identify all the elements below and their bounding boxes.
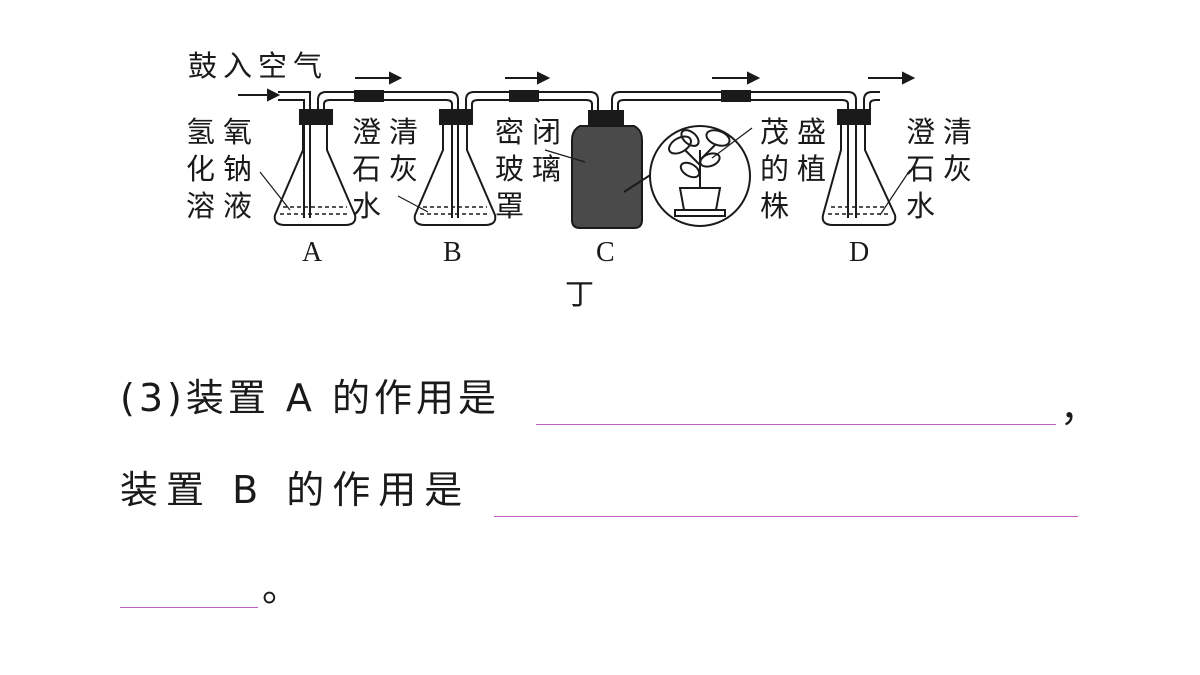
figure-caption: 丁 [565, 277, 601, 311]
air-label: 鼓入空气 [188, 49, 329, 83]
flask-d [821, 109, 911, 226]
answer-blank-2[interactable] [494, 516, 1078, 517]
label-b-reagent: 澄清石灰水 [352, 115, 427, 223]
period: 。 [262, 566, 301, 610]
answer-blank-2-continued[interactable] [120, 607, 258, 608]
label-plant: 茂盛的植株 [760, 115, 835, 223]
label-c-cover: 密闭玻璃罩 [495, 115, 570, 223]
comma: ， [1060, 386, 1099, 430]
question-line-2: 装置 B 的作用是 [120, 468, 471, 512]
air-inlet-arrow [238, 88, 281, 102]
answer-blank-1[interactable] [536, 424, 1056, 425]
flask-b [397, 109, 497, 226]
flask-a-letter: A [302, 237, 323, 268]
flask-a [259, 109, 357, 226]
apparatus-diagram: 鼓入空气 氢氧化钠溶液 澄清石灰水 密闭玻璃罩 茂盛的植株 澄清石灰水 A B … [0, 0, 1200, 320]
flask-b-letter: B [443, 237, 462, 268]
label-a-reagent: 氢氧化钠溶液 [186, 115, 261, 223]
apparatus-drawing [238, 71, 916, 229]
flow-arrows [355, 71, 916, 85]
flask-d-letter: D [849, 237, 870, 268]
jar-c-letter: C [596, 237, 615, 268]
question-line-1: (3)装置 A 的作用是 [120, 376, 500, 420]
bell-jar-c [544, 110, 659, 229]
label-d-reagent: 澄清石灰水 [906, 115, 981, 223]
plant-inset [649, 125, 753, 227]
